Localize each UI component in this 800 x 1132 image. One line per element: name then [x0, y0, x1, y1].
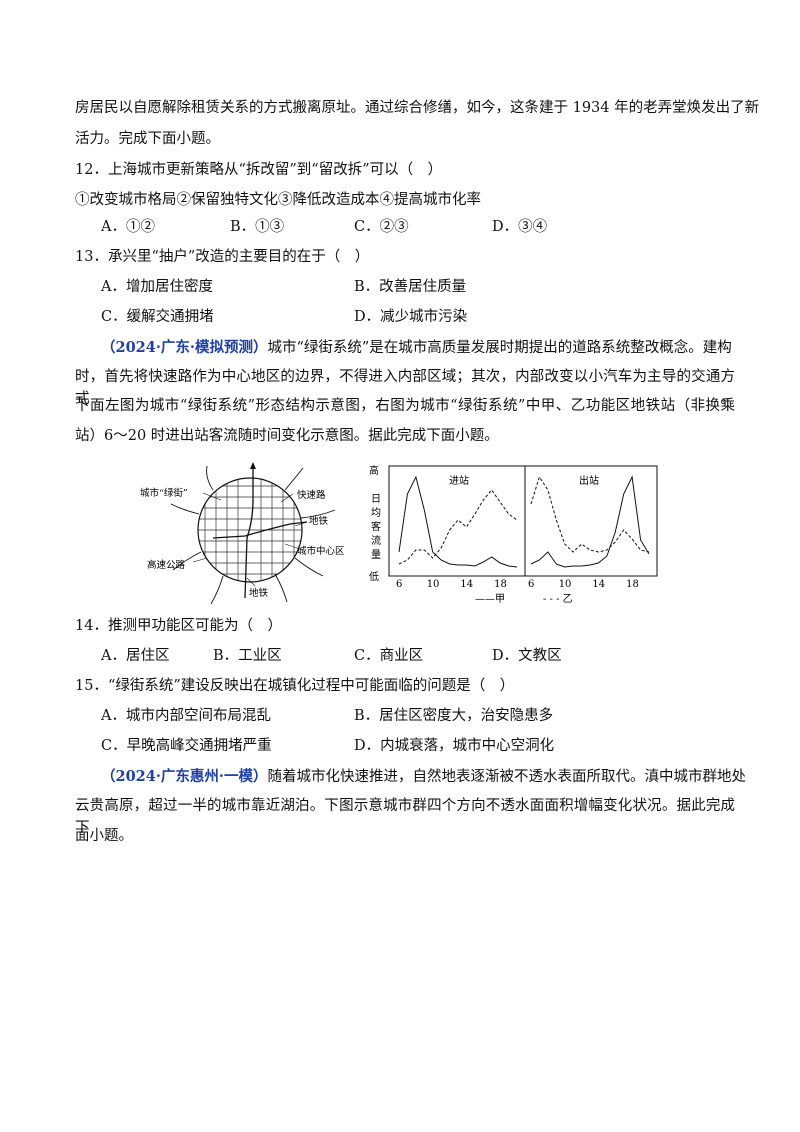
label-city-center: 城市中心区: [297, 545, 345, 557]
q12-option-b[interactable]: B．①③: [230, 219, 285, 235]
x-tick-panel1-18: 18: [626, 579, 639, 590]
series-line-panel0-yi: [398, 489, 518, 565]
q14-option-a[interactable]: A．居住区: [101, 648, 170, 664]
passage2-line-1: （2024·广东·模拟预测）城市“绿街系统”是在城市高质量发展时期提出的道路系统…: [101, 337, 732, 359]
y-label-char-5: 量: [371, 549, 381, 561]
q14-option-d[interactable]: D．文教区: [492, 648, 562, 664]
arrow-icon: [250, 462, 256, 469]
q15-option-a[interactable]: A．城市内部空间布局混乱: [101, 708, 271, 724]
legend-series-yi: - - - 乙: [543, 593, 573, 605]
panel-exit-title: 出站: [579, 474, 599, 487]
q14-option-c[interactable]: C．商业区: [354, 648, 424, 664]
passage2-line-3: 下面左图为城市“绿街系统”形态结构示意图，右图为城市“绿街系统”中甲、乙功能区地…: [75, 398, 735, 414]
series-line-panel1-yi: [530, 475, 650, 553]
intro-line-2: 活力。完成下面小题。: [75, 131, 220, 147]
panel-entry-title: 进站: [449, 474, 469, 487]
q13-option-c[interactable]: C．缓解交通拥堵: [101, 309, 214, 325]
x-tick-panel1-14: 14: [592, 579, 605, 590]
label-expressway: 快速路: [297, 489, 326, 501]
y-label-high: 高: [369, 464, 379, 477]
passage2-line-2: 时，首先将快速路作为中心地区的边界，不得进入内部区域；其次，内部改变以小汽车为主…: [75, 369, 735, 407]
chart-marks: 6 10 14 18 6 10 14 18: [396, 475, 650, 590]
y-label-char-2: 均: [371, 507, 381, 519]
series-line-panel0-jia: [398, 475, 518, 568]
passenger-flow-chart: 高 日 均 客 流 量 低 进站 出站 6 10 14 18 6 10 14 18 ——甲 -…: [369, 464, 658, 605]
x-tick-panel0-6: 6: [396, 579, 402, 590]
q12-option-c[interactable]: C．②③: [354, 219, 409, 235]
green-street-map: 城市“绿街” 快速路 地铁 城市中心区 高速公路 地铁: [140, 462, 345, 605]
x-tick-panel0-10: 10: [427, 579, 440, 590]
q15-option-d[interactable]: D．内城衰落，城市中心空洞化: [354, 738, 555, 754]
passage3-line-1-text: 随着城市化快速推进，自然地表逐渐被不透水表面所取代。滇中城市群地处: [267, 769, 746, 785]
passage3-line-1: （2024·广东惠州·一模）随着城市化快速推进，自然地表逐渐被不透水表面所取代。…: [101, 766, 746, 788]
q15-option-c[interactable]: C．早晚高峰交通拥堵严重: [101, 738, 272, 754]
y-label-char-1: 日: [371, 494, 381, 505]
question-12-stem: 12．上海城市更新策略从“拆改留”到“留改拆”可以（ ）: [75, 162, 443, 178]
x-tick-panel0-18: 18: [494, 579, 507, 590]
x-tick-panel1-10: 10: [559, 579, 572, 590]
expressway-ring: [197, 477, 303, 583]
x-tick-panel1-6: 6: [528, 579, 534, 590]
q13-option-b[interactable]: B．改善居住质量: [354, 279, 467, 295]
q13-option-d[interactable]: D．减少城市污染: [354, 309, 468, 325]
series-line-panel1-jia: [530, 475, 650, 568]
q14-option-b[interactable]: B．工业区: [213, 648, 282, 664]
question-12-statements: ①改变城市格局②保留独特文化③降低改造成本④提高城市化率: [75, 192, 481, 208]
y-label-char-4: 流: [371, 534, 381, 547]
subway-line-horizontal: [212, 521, 308, 539]
passage2-line-4: 站）6～20 时进出站客流随时间变化示意图。据此完成下面小题。: [75, 428, 499, 444]
label-subway-bottom: 地铁: [249, 587, 269, 599]
y-label-low: 低: [369, 570, 379, 583]
label-leaders: [192, 492, 308, 587]
passage3-line-3: 面小题。: [75, 828, 133, 844]
intro-line-1: 房居民以自愿解除租赁关系的方式搬离原址。通过综合修缮，如今，这条建于 1934 …: [75, 100, 760, 116]
passage2-source: （2024·广东·模拟预测）: [101, 339, 268, 356]
x-tick-panel0-14: 14: [460, 579, 473, 590]
question-13-stem: 13．承兴里“抽户”改造的主要目的在于（ ）: [75, 249, 370, 265]
q12-option-a[interactable]: A．①②: [101, 219, 155, 235]
label-green-street: 城市“绿街”: [140, 487, 188, 499]
panel-exit-frame: [524, 465, 658, 577]
q12-option-d[interactable]: D．③④: [492, 219, 548, 235]
subway-line-vertical: [244, 468, 254, 599]
q15-option-b[interactable]: B．居住区密度大，治安隐患多: [354, 708, 554, 724]
passage3-line-2: 云贵高原，超过一半的城市靠近湖泊。下图示意城市群四个方向不透水面面积增幅变化状况…: [75, 798, 735, 836]
label-highway: 高速公路: [147, 559, 186, 571]
question-14-stem: 14．推测甲功能区可能为（ ）: [75, 618, 282, 634]
passage2-line-1-text: 城市“绿街系统”是在城市高质量发展时期提出的道路系统整改概念。建构: [267, 340, 732, 356]
q13-option-a[interactable]: A．增加居住密度: [101, 279, 213, 295]
y-label-char-3: 客: [371, 520, 381, 533]
highway-lines: [170, 465, 336, 605]
label-subway-right: 地铁: [309, 515, 329, 527]
passage3-source: （2024·广东惠州·一模）: [101, 768, 268, 785]
legend-series-jia: ——甲: [475, 594, 505, 605]
question-15-stem: 15．“绿街系统”建设反映出在城镇化过程中可能面临的问题是（ ）: [75, 678, 515, 694]
